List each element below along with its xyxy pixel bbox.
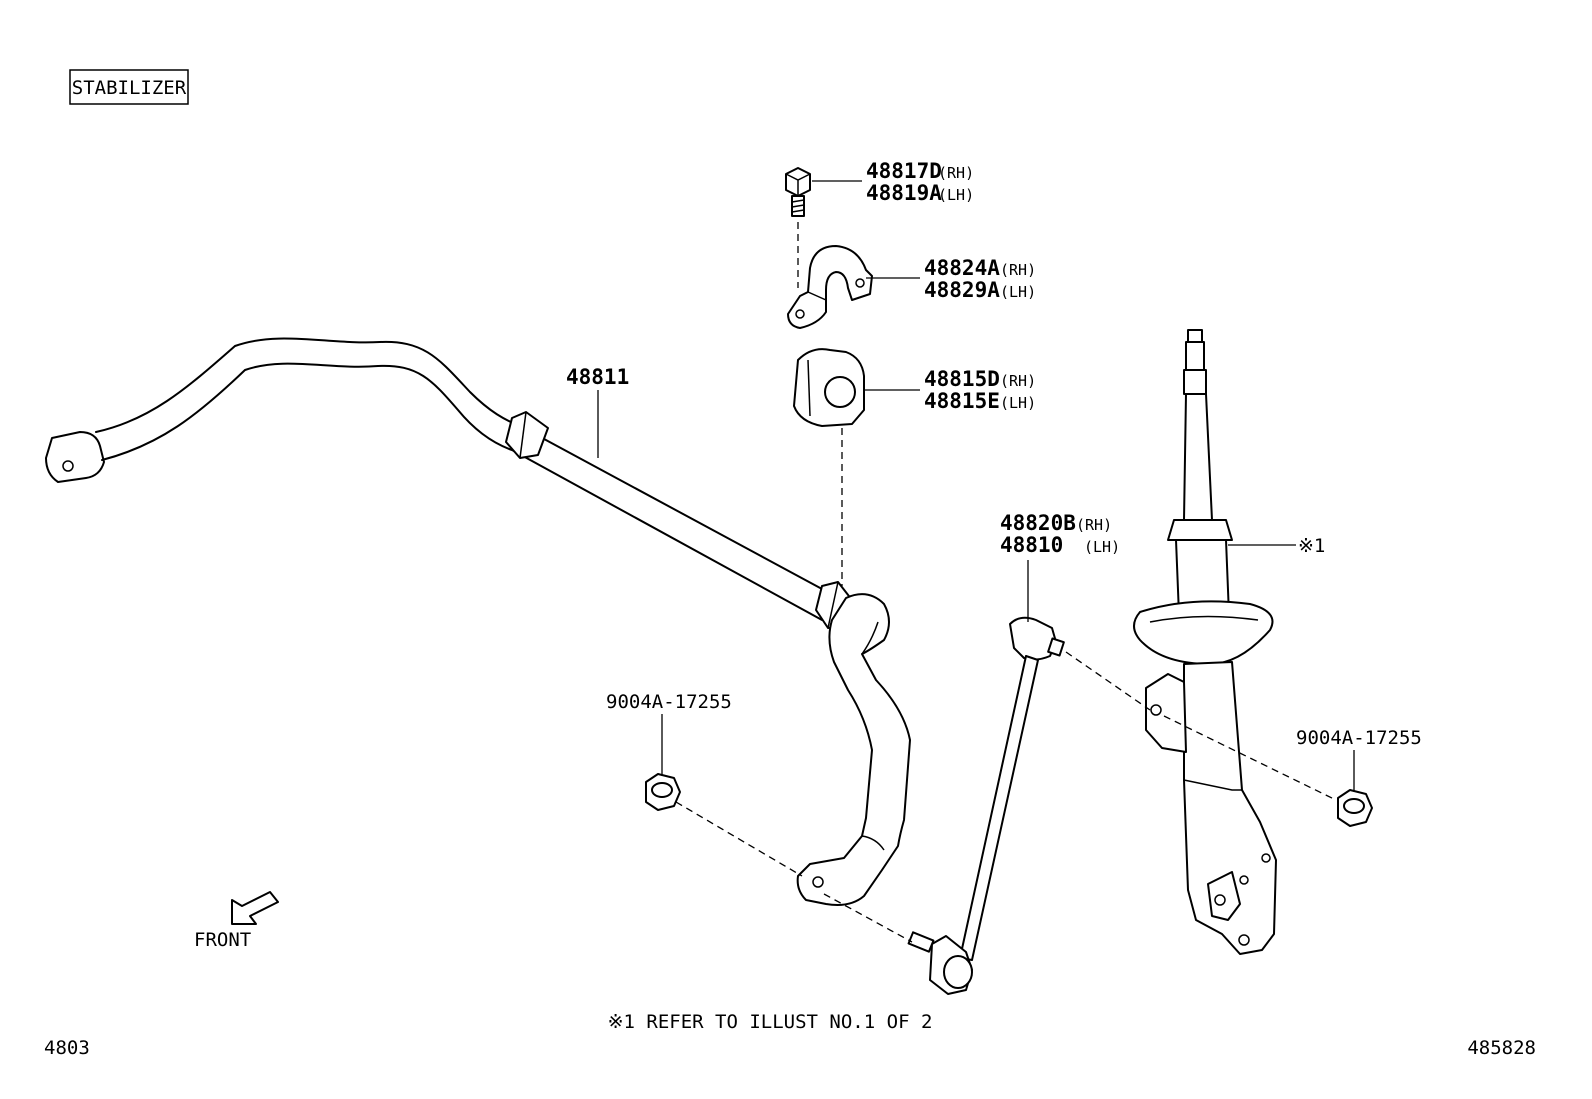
stabilizer-bracket xyxy=(787,245,873,329)
callout-strut: ※1 xyxy=(1298,535,1325,557)
callout-bushing: 48815D (RH) 48815E (LH) xyxy=(924,367,1036,413)
callout-nut-right: 9004A-17255 xyxy=(1296,727,1422,749)
bolt-lh-side: (LH) xyxy=(938,186,974,204)
page-number-right: 485828 xyxy=(1467,1037,1536,1059)
bracket-lh-side: (LH) xyxy=(1000,283,1036,301)
link-lh-side: (LH) xyxy=(1084,538,1120,556)
bushing-lh-part-number: 48815E xyxy=(924,389,1000,413)
front-label: FRONT xyxy=(194,929,251,951)
diagram-title: STABILIZER xyxy=(72,77,187,99)
front-arrow-icon xyxy=(231,891,279,925)
link-rh-part-number: 48820B xyxy=(1000,511,1076,535)
leader-lines xyxy=(597,180,1355,792)
assembly-lines xyxy=(675,222,1337,943)
bushing-rh-part-number: 48815D xyxy=(924,367,1000,391)
link-lh-part-number: 48810 xyxy=(1000,533,1063,557)
callout-link: 48820B (RH) 48810 (LH) xyxy=(1000,511,1120,557)
bracket-bolt xyxy=(785,167,811,217)
nut-right-part-number: 9004A-17255 xyxy=(1296,727,1422,749)
strut-assembly xyxy=(1133,329,1277,955)
stabilizer-bushing xyxy=(793,348,865,427)
bushing-lh-side: (LH) xyxy=(1000,394,1036,412)
page-number-left: 4803 xyxy=(44,1037,90,1059)
callout-bolt: 48817D (RH) 48819A (LH) xyxy=(866,159,974,205)
bracket-rh-side: (RH) xyxy=(1000,261,1036,279)
nut-left xyxy=(645,773,681,811)
bushing-rh-side: (RH) xyxy=(1000,372,1036,390)
stabilizer-bar xyxy=(45,337,911,906)
title-box: STABILIZER xyxy=(69,69,189,105)
bolt-rh-part-number: 48817D xyxy=(866,159,942,183)
strut-reference-mark: ※1 xyxy=(1298,535,1325,557)
footnote: ※1 REFER TO ILLUST NO.1 OF 2 xyxy=(608,1011,933,1033)
nut-right xyxy=(1337,789,1373,827)
bolt-lh-part-number: 48819A xyxy=(866,181,942,205)
link-rh-side: (RH) xyxy=(1076,516,1112,534)
bracket-lh-part-number: 48829A xyxy=(924,278,1000,302)
callout-stabilizer-bar: 48811 xyxy=(566,365,629,389)
nut-left-part-number: 9004A-17255 xyxy=(606,691,732,713)
stabilizer-bar-part-number: 48811 xyxy=(566,365,629,389)
front-indicator: FRONT xyxy=(194,891,279,951)
stabilizer-link xyxy=(907,616,1065,995)
bolt-rh-side: (RH) xyxy=(938,164,974,182)
bracket-rh-part-number: 48824A xyxy=(924,256,1000,280)
callout-nut-left: 9004A-17255 xyxy=(606,691,732,713)
callout-bracket: 48824A (RH) 48829A (LH) xyxy=(924,256,1036,302)
